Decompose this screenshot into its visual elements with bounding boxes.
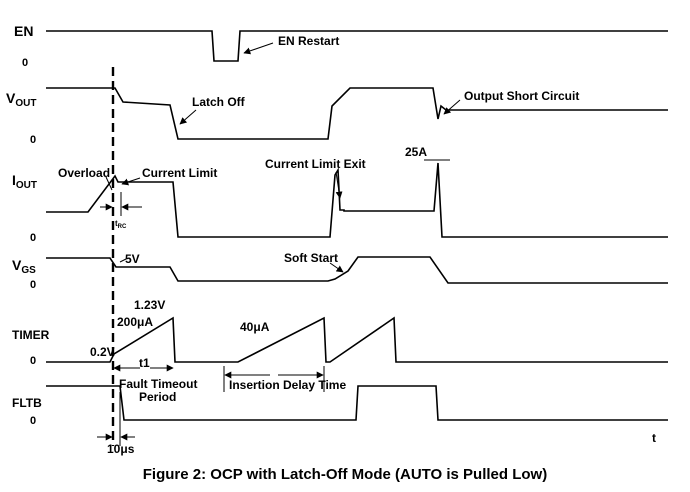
timer-threshold-label: 1.23V	[134, 298, 165, 312]
fltb-zero-label: 0	[30, 415, 36, 427]
latch-off-label: Latch Off	[192, 95, 246, 109]
vout-waveform	[46, 87, 668, 140]
five-volt-label: 5V	[125, 252, 140, 266]
vout-label: VOUT	[6, 90, 36, 109]
soft-start-label: Soft Start	[284, 251, 338, 265]
figure-caption: Figure 2: OCP with Latch-Off Mode (AUTO …	[143, 466, 547, 483]
fault-timeout-label-line2: Period	[139, 390, 176, 404]
iout-label: IOUT	[12, 172, 37, 191]
soft-start-arrow	[329, 262, 344, 273]
vgs-zero-label: 0	[30, 279, 36, 291]
latch-off-arrow	[179, 109, 197, 125]
current-limit-label: Current Limit	[142, 166, 217, 180]
timer-charge-current-label: 200μA	[117, 315, 153, 329]
iout-waveform	[46, 162, 668, 238]
fltb-waveform	[46, 385, 668, 421]
timer-retry-current-label: 40μA	[240, 320, 270, 334]
en-label: EN	[14, 23, 33, 39]
ten-us-label: 10μs	[107, 442, 135, 456]
en-restart-label: EN Restart	[278, 34, 339, 48]
timer-start-voltage-label: 0.2V	[90, 345, 115, 359]
vgs-label: VGS	[12, 257, 36, 276]
output-short-circuit-label: Output Short Circuit	[464, 89, 579, 103]
trc-label: tRC	[115, 219, 127, 230]
t1-label: t1	[139, 356, 150, 370]
peak-current-label: 25A	[405, 145, 427, 159]
fault-timeout-label-line1: Fault Timeout	[119, 377, 197, 391]
five-volt-pointer	[119, 258, 127, 263]
time-axis-label: t	[652, 431, 656, 445]
insertion-delay-label: Insertion Delay Time	[229, 378, 346, 392]
overload-label: Overload	[58, 166, 110, 180]
en-waveform	[46, 30, 668, 62]
current-limit-arrow	[121, 177, 141, 186]
overload-pointer	[105, 176, 113, 191]
vout-zero-label: 0	[30, 134, 36, 146]
current-limit-exit-arrow	[335, 171, 343, 199]
current-limit-exit-label: Current Limit Exit	[265, 157, 366, 171]
timer-zero-label: 0	[30, 355, 36, 367]
fltb-label: FLTB	[12, 396, 42, 410]
iout-zero-label: 0	[30, 232, 36, 244]
en-zero-label: 0	[22, 57, 28, 69]
timer-label: TIMER	[12, 328, 50, 342]
vgs-waveform	[46, 256, 668, 284]
output-short-circuit-arrow	[443, 99, 461, 115]
en-restart-arrow	[243, 42, 274, 55]
